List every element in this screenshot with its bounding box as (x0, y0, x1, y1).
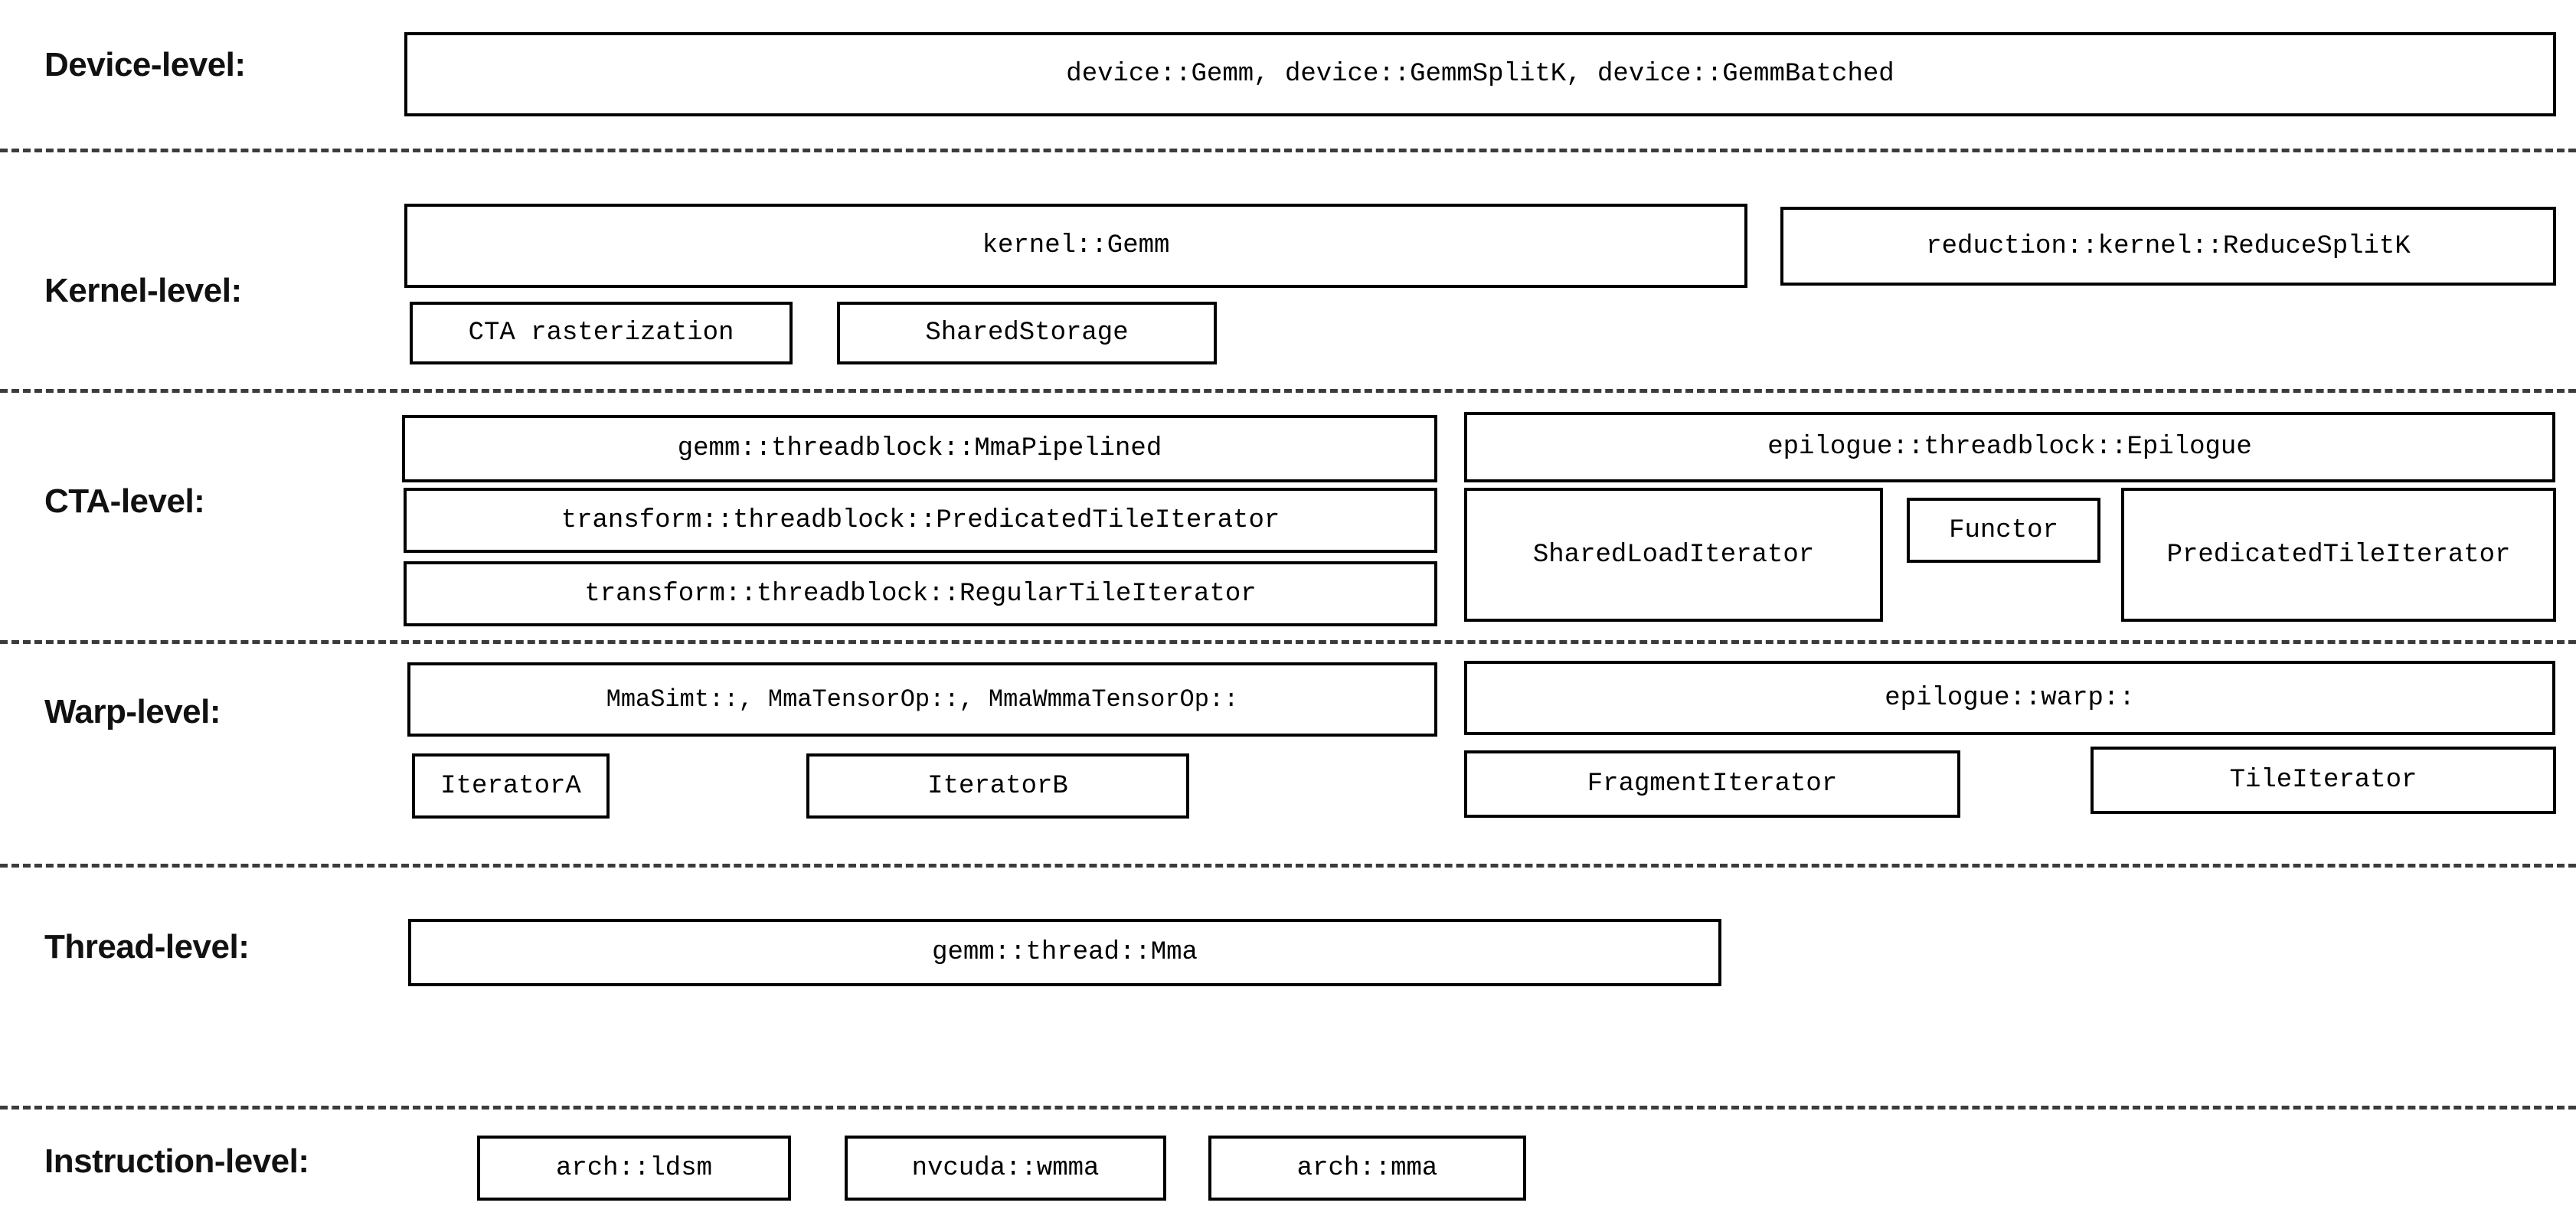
divider-kernel-cta (0, 389, 2576, 393)
box-fragmentiterator[interactable]: FragmentIterator (1464, 750, 1960, 818)
box-gemm-threadblock-mmapipelined[interactable]: gemm::threadblock::MmaPipelined (402, 415, 1437, 482)
box-shared-storage[interactable]: SharedStorage (837, 302, 1217, 364)
divider-warp-thread (0, 864, 2576, 868)
level-label-cta: CTA-level: (44, 482, 205, 520)
level-label-warp: Warp-level: (44, 693, 221, 730)
box-epilogue-warp[interactable]: epilogue::warp:: (1464, 661, 2555, 735)
box-iterator-b[interactable]: IteratorB (806, 753, 1189, 819)
box-label-sharedloaditerator: SharedLoadIterator (1532, 540, 1815, 570)
box-transform-threadblock-predicatedtileiterator[interactable]: transform::threadblock::PredicatedTileIt… (404, 488, 1437, 553)
box-label-predicatedtileiterator: PredicatedTileIterator (2166, 540, 2511, 570)
box-label-kernel-gemm: kernel::Gemm (982, 231, 1170, 260)
box-mma-variants[interactable]: MmaSimt::, MmaTensorOp::, MmaWmmaTensorO… (407, 662, 1437, 737)
box-label-arch-mma: arch::mma (1296, 1153, 1438, 1183)
box-label-shared-storage: SharedStorage (925, 319, 1129, 348)
box-transform-threadblock-regulartileiterator[interactable]: transform::threadblock::RegularTileItera… (404, 561, 1437, 626)
box-arch-ldsm[interactable]: arch::ldsm (477, 1136, 791, 1201)
box-label-reduction-kernel-reducesplitk: reduction::kernel::ReduceSplitK (1926, 231, 2411, 261)
box-label-iterator-a: IteratorA (440, 771, 581, 801)
box-gemm-thread-mma[interactable]: gemm::thread::Mma (408, 919, 1721, 986)
box-label-mma-variants: MmaSimt::, MmaTensorOp::, MmaWmmaTensorO… (606, 685, 1239, 714)
box-label-epilogue-threadblock-epilogue: epilogue::threadblock::Epilogue (1767, 433, 2252, 462)
box-label-gemm-thread-mma: gemm::thread::Mma (932, 938, 1198, 967)
box-tileiterator[interactable]: TileIterator (2091, 747, 2556, 814)
divider-thread-instruction (0, 1106, 2576, 1110)
box-iterator-a[interactable]: IteratorA (412, 753, 610, 819)
box-predicatedtileiterator[interactable]: PredicatedTileIterator (2121, 488, 2556, 622)
box-label-transform-threadblock-regulartileiterator: transform::threadblock::RegularTileItera… (584, 579, 1257, 609)
level-label-instruction: Instruction-level: (44, 1142, 309, 1180)
box-label-epilogue-warp: epilogue::warp:: (1885, 683, 2135, 713)
box-sharedloaditerator[interactable]: SharedLoadIterator (1464, 488, 1883, 622)
box-label-cta-rasterization: CTA rasterization (468, 319, 734, 348)
box-label-gemm-threadblock-mmapipelined: gemm::threadblock::MmaPipelined (677, 434, 1162, 463)
box-label-transform-threadblock-predicatedtileiterator: transform::threadblock::PredicatedTileIt… (561, 505, 1280, 535)
box-label-fragmentiterator: FragmentIterator (1587, 770, 1838, 799)
level-label-kernel: Kernel-level: (44, 272, 242, 309)
box-functor[interactable]: Functor (1907, 498, 2100, 563)
box-epilogue-threadblock-epilogue[interactable]: epilogue::threadblock::Epilogue (1464, 412, 2555, 482)
box-kernel-gemm[interactable]: kernel::Gemm (404, 204, 1747, 288)
level-label-thread: Thread-level: (44, 928, 250, 966)
box-label-arch-ldsm: arch::ldsm (555, 1153, 713, 1183)
divider-cta-warp (0, 640, 2576, 644)
level-label-device: Device-level: (44, 46, 246, 83)
box-arch-mma[interactable]: arch::mma (1208, 1136, 1526, 1201)
box-label-nvcuda-wmma: nvcuda::wmma (911, 1153, 1100, 1183)
box-label-iterator-b: IteratorB (927, 771, 1068, 801)
box-label-device-gemm: device::Gemm, device::GemmSplitK, device… (1066, 60, 1894, 89)
box-nvcuda-wmma[interactable]: nvcuda::wmma (845, 1136, 1166, 1201)
box-cta-rasterization[interactable]: CTA rasterization (410, 302, 793, 364)
box-reduction-kernel-reducesplitk[interactable]: reduction::kernel::ReduceSplitK (1780, 207, 2556, 286)
box-label-functor: Functor (1949, 515, 2058, 545)
divider-device-kernel (0, 149, 2576, 152)
box-device-gemm[interactable]: device::Gemm, device::GemmSplitK, device… (404, 32, 2556, 116)
box-label-tileiterator: TileIterator (2229, 766, 2417, 795)
